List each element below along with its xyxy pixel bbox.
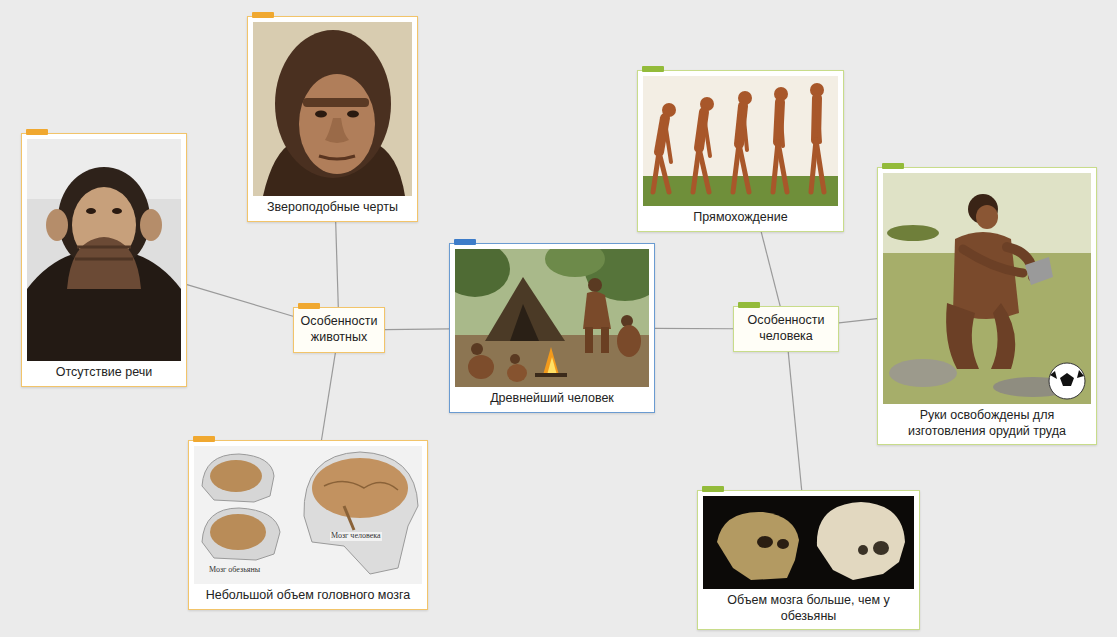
card-tag <box>738 302 760 308</box>
central-card: Древнейший человек <box>449 243 655 413</box>
picture-frame: Мозг обезьяны Мозг человека <box>194 446 422 584</box>
node-text: Древнейший человек <box>455 391 649 407</box>
brain-illustration <box>194 446 422 584</box>
node-text: Руки освобождены для изготовления орудий… <box>883 408 1091 439</box>
node-text: Звероподобные черты <box>253 200 412 216</box>
picture-frame <box>455 249 649 387</box>
toolmaker-illustration <box>883 173 1091 404</box>
card-tag <box>642 66 664 72</box>
picture-card: Руки освобождены для изготовления орудий… <box>877 167 1097 445</box>
node-text: Отсутствие речи <box>27 365 181 381</box>
picture-card: Мозг обезьяны Мозг человекаНебольшой объе… <box>188 440 428 610</box>
picture-label: Мозг человека <box>330 532 382 541</box>
evolution-illustration <box>643 76 838 206</box>
picture-frame <box>883 173 1091 404</box>
node-text: Небольшой объем головного мозга <box>194 588 422 604</box>
node-text: Объем мозга больше, чем у обезьяны <box>703 593 914 624</box>
picture-card: Отсутствие речи <box>21 133 187 387</box>
skull-illustration <box>703 496 914 589</box>
connector-line <box>655 328 733 330</box>
picture-frame <box>253 22 412 196</box>
picture-card: Прямохождение <box>637 70 844 232</box>
picture-frame <box>703 496 914 589</box>
connector-line <box>385 328 449 330</box>
topic-box: Особенности животных <box>293 307 385 352</box>
topic-box: Особенности человека <box>733 306 839 351</box>
connector-line <box>336 222 339 308</box>
picture-frame <box>643 76 838 206</box>
node-text: Особенности животных <box>298 314 380 345</box>
camp-illustration <box>455 249 649 387</box>
connector-line <box>187 285 293 317</box>
node-text: Особенности человека <box>738 313 834 344</box>
face-illustration <box>253 22 412 196</box>
card-tag <box>882 163 904 169</box>
connector-line <box>788 352 801 490</box>
chimp-illustration <box>27 139 181 361</box>
picture-card: Объем мозга больше, чем у обезьяны <box>697 490 920 630</box>
card-tag <box>26 129 48 135</box>
connector-line <box>761 232 780 307</box>
picture-frame <box>27 139 181 361</box>
card-tag <box>193 436 215 442</box>
connector-line <box>321 353 335 440</box>
card-tag <box>454 239 476 245</box>
card-tag <box>702 486 724 492</box>
card-tag <box>252 12 274 18</box>
connector-line <box>839 319 877 323</box>
picture-card: Звероподобные черты <box>247 16 418 222</box>
node-text: Прямохождение <box>643 210 838 226</box>
card-tag <box>298 303 320 309</box>
picture-label: Мозг обезьяны <box>208 566 261 575</box>
